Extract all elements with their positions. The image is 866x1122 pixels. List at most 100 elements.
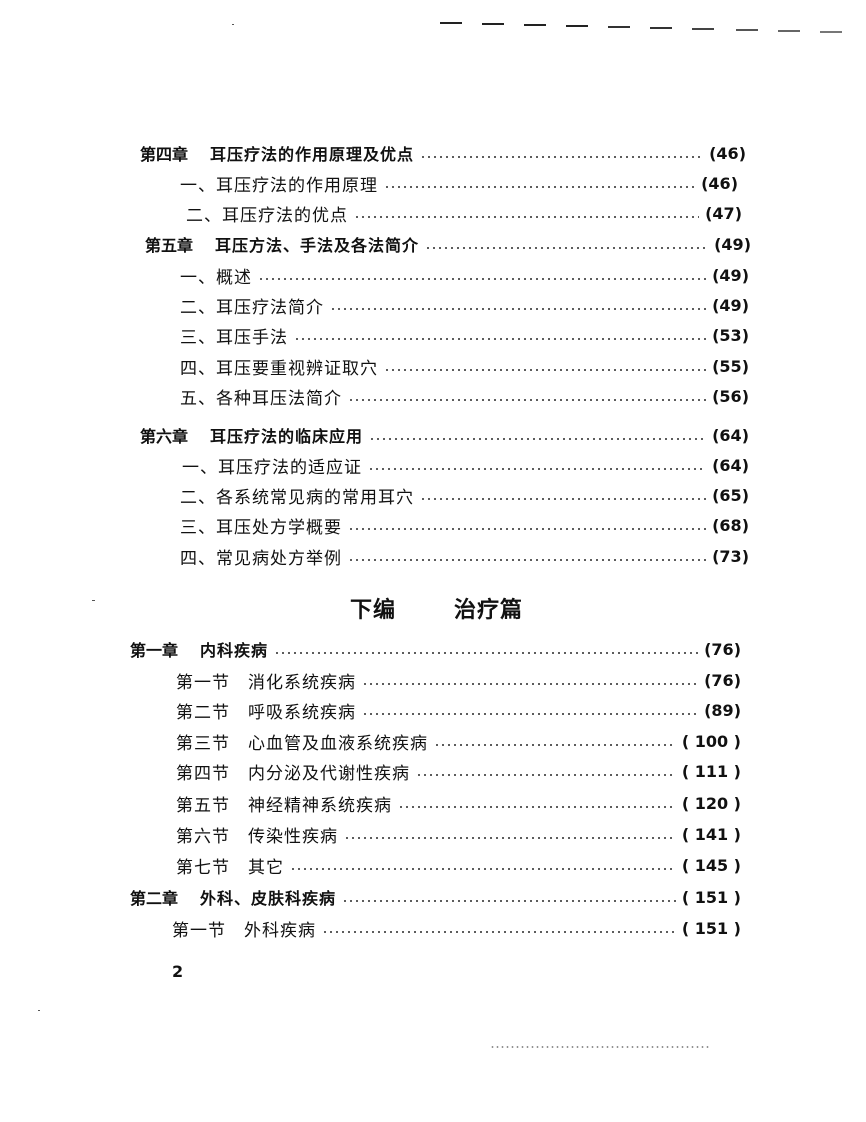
section-number: 五、 <box>180 388 216 409</box>
dot-leader <box>322 931 676 933</box>
dash-mark <box>482 23 504 25</box>
section-number: 第二节 <box>176 702 230 723</box>
toc-entry-section[interactable]: 第七节 其它 ( 145 ) <box>176 852 741 878</box>
toc-entry-section[interactable]: 三、 耳压处方学概要 (68) <box>180 512 749 538</box>
toc-entry-section[interactable]: 第一节 消化系统疾病 (76) <box>176 667 741 693</box>
dash-mark <box>650 27 672 29</box>
dash-mark <box>778 30 800 32</box>
dash-mark <box>608 26 630 28</box>
toc-entry-chapter[interactable]: 第四章 耳压疗法的作用原理及优点 (46) <box>140 140 746 166</box>
page-number: 2 <box>172 962 184 981</box>
chapter-number: 第五章 <box>145 236 194 255</box>
page-ref: (49) <box>712 295 749 315</box>
toc-entry-chapter[interactable]: 第一章 内科疾病 (76) <box>130 636 741 662</box>
page-ref: (55) <box>712 356 749 376</box>
page-ref: (47) <box>705 203 742 223</box>
page-ref: (64) <box>712 455 749 475</box>
section-number: 第四节 <box>176 763 230 784</box>
dot-leader <box>420 156 704 158</box>
toc-entry-chapter[interactable]: 第六章 耳压疗法的临床应用 (64) <box>140 422 749 448</box>
page-ref: (49) <box>712 265 749 285</box>
entry-title: 耳压方法、手法及各法简介 <box>215 236 420 255</box>
section-number: 二、 <box>180 297 216 318</box>
dot-leader <box>290 868 676 870</box>
dot-leader <box>420 498 707 500</box>
dot-leader <box>330 308 707 310</box>
page-ref: ( 145 ) <box>681 855 741 875</box>
dot-leader <box>369 438 707 440</box>
dash-mark <box>566 25 588 27</box>
toc-entry-section[interactable]: 第六节 传染性疾病 ( 141 ) <box>176 821 741 847</box>
page-ref: (56) <box>712 386 749 406</box>
dot-leader <box>362 683 699 685</box>
entry-title: 耳压疗法的适应证 <box>218 457 362 478</box>
section-number: 四、 <box>180 358 216 379</box>
section-number: 二、 <box>180 487 216 508</box>
page-ref: (46) <box>709 143 746 163</box>
toc-entry-section[interactable]: 一、 耳压疗法的适应证 (64) <box>182 452 749 478</box>
scan-speck <box>92 600 95 601</box>
toc-entry-chapter[interactable]: 第五章 耳压方法、手法及各法简介 (49) <box>145 231 751 257</box>
toc-entry-section[interactable]: 二、 耳压疗法简介 (49) <box>180 292 749 318</box>
scan-speck <box>38 1010 40 1011</box>
toc-entry-section[interactable]: 三、 耳压手法 (53) <box>180 322 749 348</box>
dash-mark <box>820 31 842 33</box>
entry-title: 耳压疗法的作用原理及优点 <box>210 145 415 164</box>
toc-entry-section[interactable]: 第一节 外科疾病 ( 151 ) <box>172 915 741 941</box>
section-number: 第三节 <box>176 733 230 754</box>
entry-title: 各系统常见病的常用耳穴 <box>216 487 414 508</box>
toc-entry-section[interactable]: 二、 耳压疗法的优点 (47) <box>186 200 742 226</box>
entry-title: 耳压疗法的作用原理 <box>216 175 378 196</box>
page-ref: (68) <box>712 515 749 535</box>
page-ref: ( 111 ) <box>681 761 741 781</box>
entry-title: 神经精神系统疾病 <box>248 795 392 816</box>
page-ref: (89) <box>704 700 741 720</box>
toc-entry-section[interactable]: 五、 各种耳压法简介 (56) <box>180 383 749 409</box>
toc-entry-section[interactable]: 二、 各系统常见病的常用耳穴 (65) <box>180 482 749 508</box>
section-number: 三、 <box>180 327 216 348</box>
entry-title: 耳压疗法简介 <box>216 297 324 318</box>
toc-entry-section[interactable]: 第五节 神经精神系统疾病 ( 120 ) <box>176 790 741 816</box>
toc-entry-section[interactable]: 一、 耳压疗法的作用原理 (46) <box>180 170 738 196</box>
entry-title: 内科疾病 <box>200 641 269 660</box>
page-ref: (64) <box>712 425 749 445</box>
section-number: 一、 <box>180 267 216 288</box>
chapter-number: 第四章 <box>140 145 189 164</box>
toc-entry-section[interactable]: 一、 概述 (49) <box>180 262 749 288</box>
page-ref: (76) <box>704 639 741 659</box>
dash-mark <box>736 29 758 31</box>
toc-entry-section[interactable]: 四、 耳压要重视辨证取穴 (55) <box>180 353 749 379</box>
dot-leader <box>344 837 676 839</box>
dash-mark <box>524 24 546 26</box>
dot-leader <box>294 338 707 340</box>
entry-title: 耳压疗法的优点 <box>222 205 348 226</box>
page-ref: ( 151 ) <box>681 918 741 938</box>
entry-title: 耳压要重视辨证取穴 <box>216 358 378 379</box>
chapter-number: 第二章 <box>130 889 179 908</box>
page-ref: ( 151 ) <box>681 887 741 907</box>
dot-leader <box>348 399 707 401</box>
header-dash-marks <box>440 22 866 36</box>
chapter-number: 第一章 <box>130 641 179 660</box>
dot-leader <box>342 900 676 902</box>
dot-leader <box>425 247 709 249</box>
toc-entry-section[interactable]: 四、 常见病处方举例 (73) <box>180 543 749 569</box>
entry-title: 概述 <box>216 267 252 288</box>
toc-entry-section[interactable]: 第四节 内分泌及代谢性疾病 ( 111 ) <box>176 758 741 784</box>
dot-leader <box>434 744 676 746</box>
dot-leader <box>398 806 676 808</box>
toc-entry-chapter[interactable]: 第二章 外科、皮肤科疾病 ( 151 ) <box>130 884 741 910</box>
page-ref: (76) <box>704 670 741 690</box>
page-ref: (73) <box>712 546 749 566</box>
toc-entry-section[interactable]: 第二节 呼吸系统疾病 (89) <box>176 697 741 723</box>
entry-title: 常见病处方举例 <box>216 548 342 569</box>
entry-title: 内分泌及代谢性疾病 <box>248 763 410 784</box>
entry-title: 耳压手法 <box>216 327 288 348</box>
entry-title: 外科、皮肤科疾病 <box>200 889 337 908</box>
toc-entry-section[interactable]: 第三节 心血管及血液系统疾病 ( 100 ) <box>176 728 741 754</box>
page-ref: (46) <box>701 173 738 193</box>
dot-leader <box>384 369 707 371</box>
section-number: 三、 <box>180 517 216 538</box>
scan-artifact-line <box>490 1046 710 1048</box>
dot-leader <box>274 652 699 654</box>
